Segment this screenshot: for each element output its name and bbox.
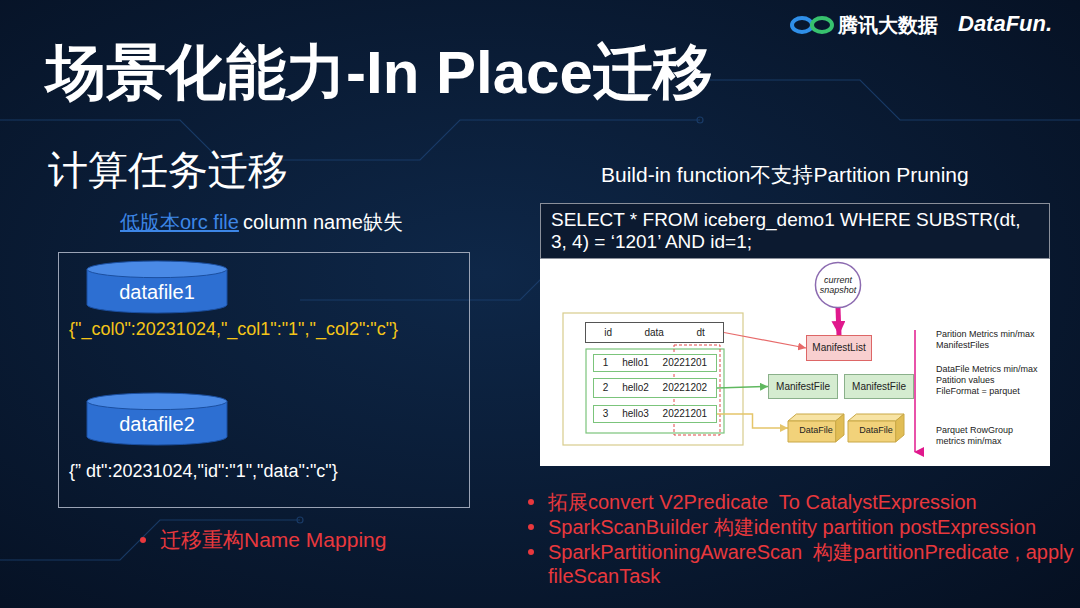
datafile-block: DataFile bbox=[848, 414, 904, 442]
node-label: 3 bbox=[603, 408, 609, 420]
node-label: 20221201 bbox=[663, 408, 708, 420]
node-label: ManifestFile bbox=[852, 381, 906, 393]
slide-label: Parition Metrics min/max bbox=[936, 329, 1035, 340]
node-label: hello1 bbox=[622, 357, 649, 369]
connector bbox=[717, 414, 788, 428]
datafile-cylinder: datafile2 bbox=[87, 393, 227, 445]
manifest-file-box: ManifestFile bbox=[844, 374, 914, 399]
node-label: id bbox=[604, 327, 612, 339]
slide-label: FileFormat = parquet bbox=[936, 386, 1020, 397]
node-label: 2 bbox=[603, 382, 609, 394]
slide-label: metrics min/max bbox=[936, 436, 1002, 447]
bullet-dot bbox=[528, 549, 534, 555]
json-record: {” dt":20231024,"id":"1","data":"c"} bbox=[69, 461, 338, 482]
scan-direction-arrow bbox=[914, 330, 916, 452]
node-label: dt bbox=[696, 327, 704, 339]
circuit-lines bbox=[0, 80, 1080, 560]
bullet-dot bbox=[140, 537, 146, 543]
node-label: 20221202 bbox=[663, 382, 708, 394]
bullet-dot bbox=[528, 524, 534, 530]
manifest-list-box: ManifestList bbox=[806, 335, 872, 361]
block-side bbox=[836, 414, 844, 442]
node-text-wrap: ManifestFile bbox=[845, 375, 913, 398]
node-label: current snapshot bbox=[817, 275, 859, 296]
node-text-wrap: DataFile bbox=[788, 414, 844, 442]
bullet-text: 拓展convert V2Predicate To CatalystExpress… bbox=[548, 490, 977, 514]
node-label: ManifestFile bbox=[776, 381, 830, 393]
node-text-wrap: id data dt bbox=[586, 323, 723, 342]
sql-box: SELECT * FROM iceberg_demo1 WHERE SUBSTR… bbox=[540, 203, 1050, 259]
slide-label: ManifestFiles bbox=[936, 340, 989, 351]
file-panel: {"_col0":20231024,"_col1":"1","_col2":"c… bbox=[58, 252, 470, 508]
node-label: hello2 bbox=[622, 382, 649, 394]
node-label: datafile1 bbox=[119, 281, 195, 304]
node-text-wrap: ManifestList bbox=[807, 336, 871, 360]
node-label: SELECT * FROM iceberg_demo1 WHERE SUBSTR… bbox=[551, 209, 1039, 253]
node-text-wrap: ManifestFile bbox=[769, 375, 837, 398]
bullet-text: 迁移重构Name Mapping bbox=[160, 527, 386, 552]
cylinder-top bbox=[87, 261, 227, 278]
block-top bbox=[788, 414, 844, 421]
slide-label: Build-in function不支持Partition Pruning bbox=[601, 162, 969, 187]
datafile-block: DataFile bbox=[788, 414, 844, 442]
row-group-frame bbox=[586, 349, 724, 433]
slide-label: 腾讯大数据 bbox=[838, 13, 938, 37]
node-label: 20221201 bbox=[663, 357, 708, 369]
table-header: id data dt bbox=[585, 322, 724, 343]
cylinder-top bbox=[87, 393, 227, 410]
slide-label: column name缺失 bbox=[243, 210, 403, 234]
node-text-wrap: DataFile bbox=[848, 414, 904, 442]
node-label: DataFile bbox=[859, 425, 893, 435]
slide-label: DataFile Metrics min/max bbox=[936, 364, 1038, 375]
image-panel bbox=[540, 259, 1050, 466]
snapshot-circle: current snapshot bbox=[815, 262, 861, 308]
node-label: ManifestList bbox=[812, 342, 865, 354]
table-row: 2 hello2 20221202 bbox=[593, 378, 717, 398]
node-text-wrap: current snapshot bbox=[815, 262, 861, 308]
node-label: data bbox=[644, 327, 663, 339]
slide-label: Parquet RowGroup bbox=[936, 425, 1013, 436]
node-label: 1 bbox=[603, 357, 609, 369]
connector bbox=[717, 387, 768, 389]
node-text-wrap: SELECT * FROM iceberg_demo1 WHERE SUBSTR… bbox=[541, 204, 1049, 258]
connector bbox=[838, 308, 839, 335]
table-frame bbox=[563, 313, 743, 445]
block-front bbox=[788, 421, 836, 442]
bullet-dot bbox=[528, 499, 534, 505]
slide-label: 低版本orc file bbox=[120, 210, 239, 234]
datafile-cylinder: datafile1 bbox=[87, 261, 227, 313]
connector bbox=[724, 333, 806, 349]
node-text-wrap: 2 hello2 20221202 bbox=[594, 379, 716, 397]
logo-icon bbox=[792, 18, 832, 32]
node-text-wrap: datafile2 bbox=[87, 393, 227, 445]
slide-label: DataFun. bbox=[958, 11, 1052, 37]
node-label: DataFile bbox=[799, 425, 833, 435]
node-label: hello3 bbox=[622, 408, 649, 420]
table-row: 1 hello1 20221201 bbox=[593, 354, 717, 372]
node-text-wrap: datafile1 bbox=[87, 261, 227, 313]
node-text-wrap: 1 hello1 20221201 bbox=[594, 355, 716, 371]
slide-label: Patition values bbox=[936, 375, 995, 386]
json-record: {"_col0":20231024,"_col1":"1","_col2":"c… bbox=[69, 319, 398, 340]
block-front bbox=[848, 421, 896, 442]
block-side bbox=[896, 414, 904, 442]
table-row: 3 hello3 20221201 bbox=[593, 405, 717, 423]
slide-label: 计算任务迁移 bbox=[48, 146, 288, 194]
node-text-wrap: 3 hello3 20221201 bbox=[594, 406, 716, 422]
circle-outline bbox=[815, 262, 860, 307]
bullet-text: SparkScanBuilder 构建identity partition po… bbox=[548, 515, 1036, 539]
manifest-file-box: ManifestFile bbox=[768, 374, 838, 399]
node-label: datafile2 bbox=[119, 413, 195, 436]
block-top bbox=[848, 414, 904, 421]
bullet-text: SparkPartitioningAwareScan 构建partitionPr… bbox=[548, 540, 1076, 588]
slide-title: 场景化能力-In Place迁移 bbox=[46, 38, 713, 107]
